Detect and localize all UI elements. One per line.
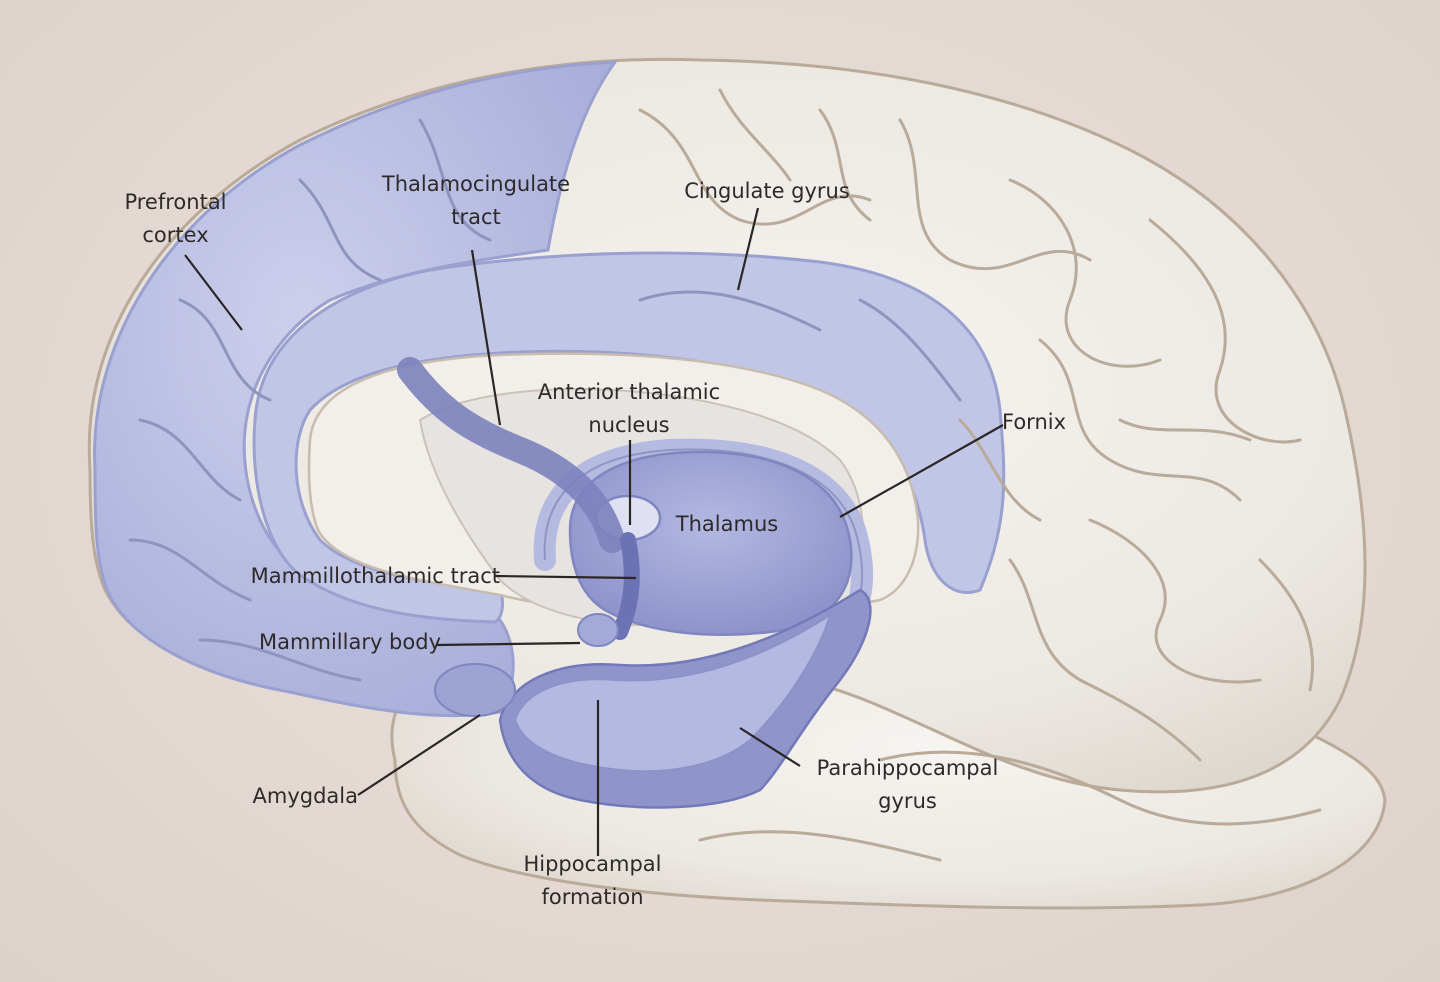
label-hippocampal-formation: Hippocampal formation — [505, 848, 680, 914]
label-line: Anterior thalamic — [537, 380, 721, 404]
label-amygdala: Amygdala — [236, 780, 358, 813]
leader-lines — [184, 207, 1004, 856]
label-parahippocampal-gyrus: Parahippocampal gyrus — [800, 752, 1015, 818]
label-thalamus: Thalamus — [662, 508, 792, 541]
label-line: Thalamocingulate — [381, 172, 571, 196]
label-line: Hippocampal — [523, 852, 662, 876]
sulci-white — [638, 88, 1322, 862]
label-mammillothalamic-tract: Mammillothalamic tract — [210, 560, 500, 593]
hippocampal-formation — [513, 612, 832, 773]
label-anterior-thalamic-nucleus: Anterior thalamic nucleus — [520, 376, 738, 442]
label-line: Mammillothalamic tract — [250, 564, 500, 588]
prefrontal-cortex-region — [93, 60, 619, 718]
label-line: cortex — [142, 223, 209, 247]
mammillary-body — [577, 613, 619, 647]
label-line: tract — [451, 205, 501, 229]
label-line: gyrus — [878, 789, 937, 813]
label-line: Fornix — [1002, 410, 1067, 434]
label-line: Parahippocampal — [816, 756, 999, 780]
label-line: nucleus — [588, 413, 670, 437]
label-fornix: Fornix — [1002, 406, 1092, 439]
label-cingulate-gyrus: Cingulate gyrus — [672, 175, 862, 208]
label-prefrontal-cortex: Prefrontal cortex — [88, 186, 263, 252]
mammillothalamic-tract — [612, 532, 640, 640]
label-line: Amygdala — [252, 784, 358, 808]
label-line: Prefrontal — [124, 190, 227, 214]
label-line: formation — [541, 885, 644, 909]
label-line: Mammillary body — [259, 630, 441, 654]
label-thalamocingulate-tract: Thalamocingulate tract — [370, 168, 582, 234]
label-line: Cingulate gyrus — [684, 179, 850, 203]
sulci-blue — [128, 118, 962, 682]
thalamocingulate-tract — [397, 357, 625, 553]
amygdala — [434, 663, 516, 717]
label-line: Thalamus — [675, 512, 779, 536]
label-mammillary-body: Mammillary body — [236, 626, 441, 659]
